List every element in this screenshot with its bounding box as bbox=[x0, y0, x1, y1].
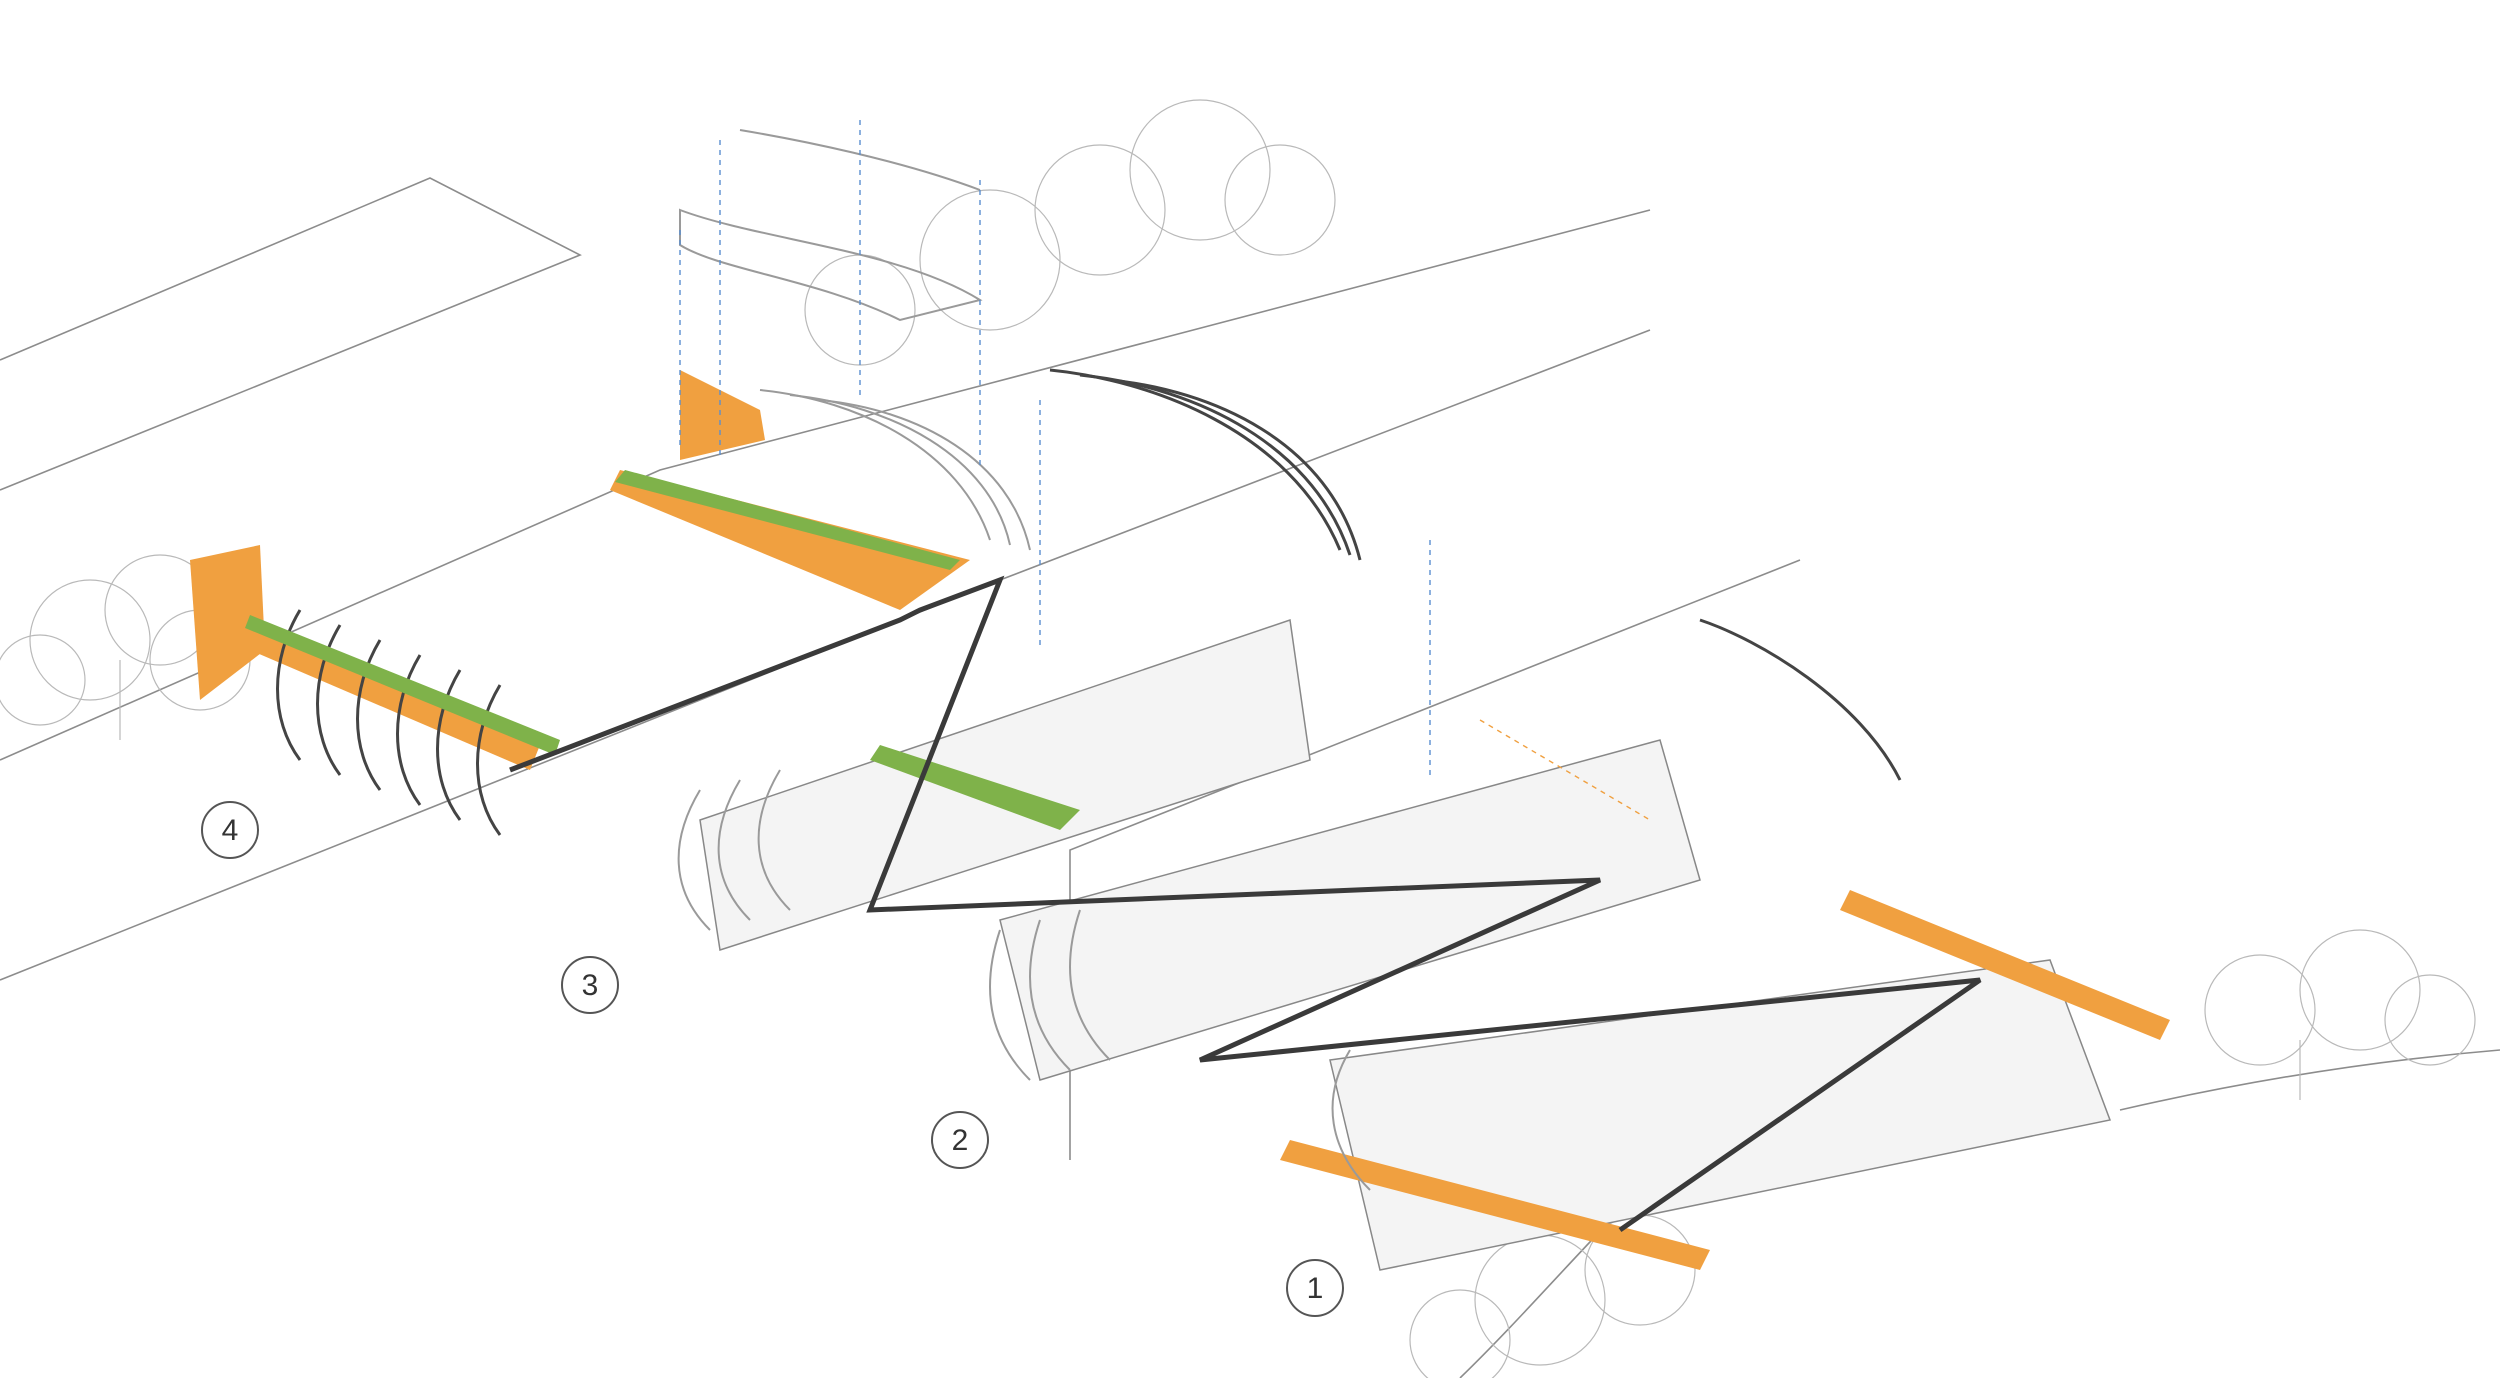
stage-1-orange-beam-right bbox=[1840, 890, 2170, 1040]
stage-3-orange-wall bbox=[680, 370, 765, 460]
stage-3-upper-module bbox=[610, 370, 1031, 610]
stage-3-orange-deck bbox=[610, 470, 970, 610]
stage-2-label: 2 bbox=[952, 1124, 969, 1157]
stage-4-orange-wall bbox=[190, 545, 265, 700]
stage-2-ribs bbox=[989, 909, 1111, 1081]
stage-4-planting bbox=[245, 615, 560, 755]
stage-1-label: 1 bbox=[1307, 1272, 1324, 1305]
stage-3-lower-planting bbox=[870, 745, 1080, 830]
stage-1-tube bbox=[1331, 1049, 1371, 1191]
floating-ribs bbox=[1049, 368, 1362, 561]
stage-4-module bbox=[190, 545, 560, 836]
stage-4-ribs bbox=[276, 609, 502, 836]
stage-3-upper-ribs bbox=[759, 389, 1031, 551]
tree-top bbox=[804, 99, 1336, 366]
roof-strip bbox=[739, 129, 981, 191]
stage-3-lower-ribs bbox=[677, 769, 791, 931]
bench-ribs bbox=[1699, 618, 1902, 781]
exploded-components bbox=[679, 129, 1902, 781]
stage-1-deck bbox=[1329, 959, 2112, 1271]
stage-3-lower-module bbox=[677, 618, 1311, 951]
stage-3-planting bbox=[615, 470, 960, 570]
stage-2-deck bbox=[999, 739, 1701, 1081]
stage-3-label: 3 bbox=[582, 969, 599, 1002]
guide-lines bbox=[679, 120, 1431, 780]
tree-right bbox=[2204, 929, 2476, 1100]
stage-4-label: 4 bbox=[222, 814, 239, 847]
stage-1-orange-beam-left bbox=[1280, 1140, 1710, 1270]
stage-2-module bbox=[989, 719, 1701, 1081]
walkway-spine bbox=[509, 575, 1982, 1233]
stage-2-marker: 2 bbox=[931, 1111, 989, 1169]
stage-4-marker: 4 bbox=[201, 801, 259, 859]
stage-1-module bbox=[1280, 890, 2170, 1271]
stage-2-structure bbox=[1479, 719, 1651, 821]
stage-1-marker: 1 bbox=[1286, 1259, 1344, 1317]
stage-3-deck bbox=[699, 618, 1311, 951]
stage-3-marker: 3 bbox=[561, 956, 619, 1014]
